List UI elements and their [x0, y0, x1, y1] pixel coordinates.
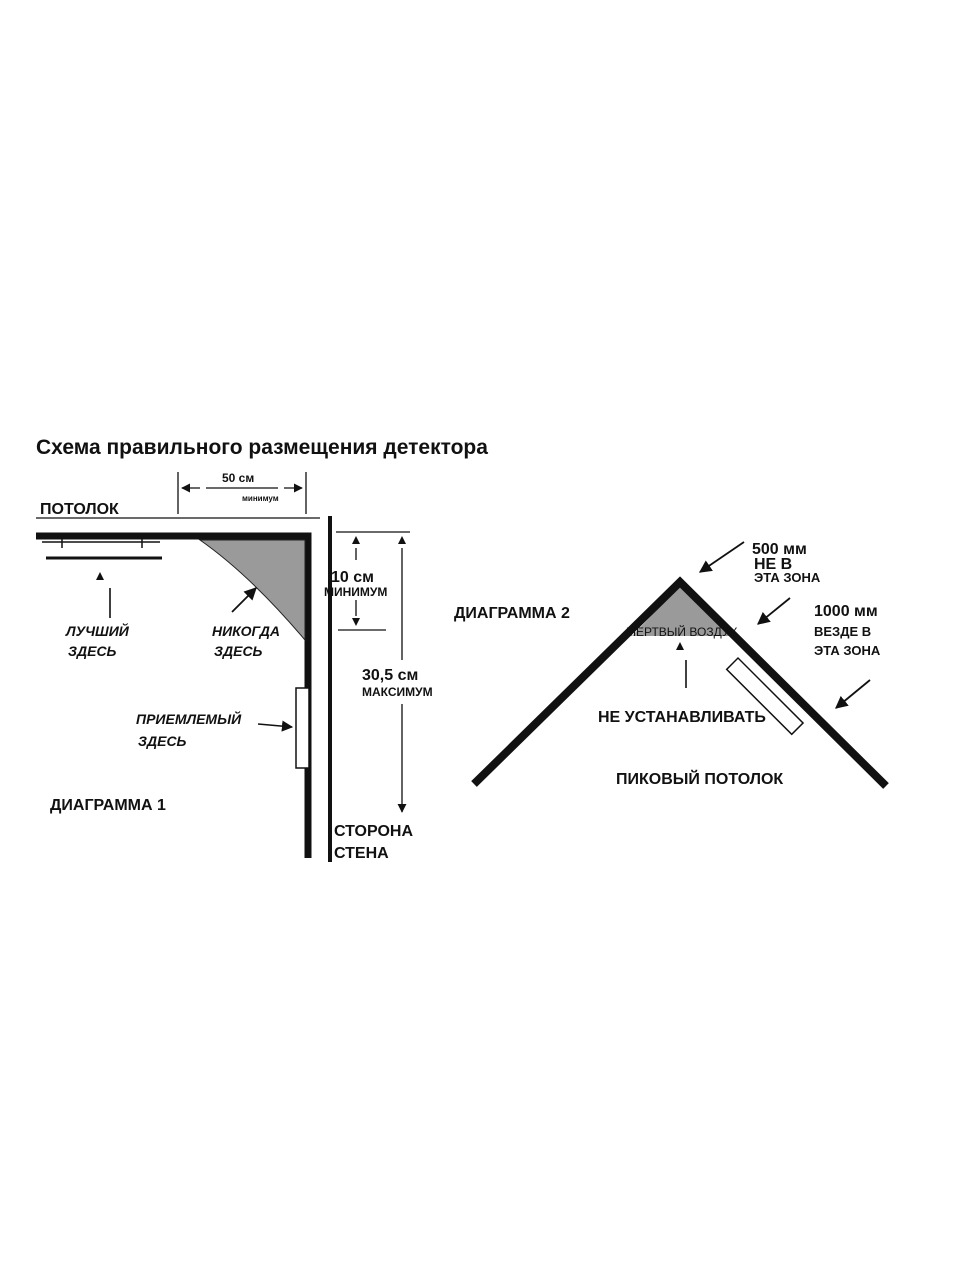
side-wall-label-line1: СТОРОНА [334, 823, 413, 840]
do-not-install-label: НЕ УСТАНАВЛИВАТЬ [598, 709, 766, 726]
dim-500-value: 500 мм [752, 541, 807, 558]
dim-30-value: 30,5 см [362, 667, 418, 684]
never-label-line2: ЗДЕСЬ [214, 643, 263, 659]
acceptable-label-line2: ЗДЕСЬ [138, 733, 187, 749]
best-label-line1: ЛУЧШИЙ [65, 622, 130, 639]
dead-air-marker-triangle [676, 642, 684, 650]
dead-air-peak [632, 586, 730, 636]
peaked-ceiling-outline [471, 576, 889, 789]
dim-10-top-triangle [352, 536, 360, 544]
not-in-line2: ЭТА ЗОНА [754, 570, 821, 585]
dim-30-note: МАКСИМУМ [362, 685, 433, 699]
not-in-line1: НЕ В [754, 556, 792, 573]
diagram-2: ДИАГРАММА 2 500 мм НЕ В ЭТА ЗОНА 1000 мм… [454, 541, 889, 789]
dead-air-corner [198, 539, 306, 642]
peak-ceiling-label: ПИКОВЫЙ ПОТОЛОК [616, 769, 783, 788]
diagram-1-label: ДИАГРАММА 1 [50, 797, 166, 814]
never-arrow [231, 587, 257, 613]
dim-10-bottom-triangle [352, 618, 360, 626]
anywhere-line1: ВЕЗДЕ В [814, 624, 871, 639]
acceptable-label-line1: ПРИЕМЛЕМЫЙ [136, 710, 242, 727]
diagram-1: ЛУЧШИЙ ЗДЕСЬ НИКОГДА ЗДЕСЬ ПРИЕМЛЕМЫЙ ЗД… [36, 471, 433, 862]
diagram-2-label: ДИАГРАММА 2 [454, 605, 570, 622]
dim-1000-value: 1000 мм [814, 603, 878, 620]
anywhere-line2: ЭТА ЗОНА [814, 643, 881, 658]
acceptable-arrow [257, 720, 294, 732]
dim-10-value: 10 см [331, 569, 374, 586]
arrow-1000-lower [835, 679, 871, 709]
dim-50-note: минимум [242, 494, 279, 503]
acceptable-detector [295, 687, 310, 769]
dim-50-value: 50 см [222, 471, 254, 485]
never-label-line1: НИКОГДА [212, 623, 280, 639]
slope-detector [725, 656, 805, 736]
dim-30-top-triangle [398, 536, 406, 544]
arrow-1000-upper [757, 597, 791, 625]
arrow-500 [698, 541, 745, 573]
best-label-line2: ЗДЕСЬ [68, 643, 117, 659]
best-marker-triangle [96, 572, 104, 580]
ceiling-label: ПОТОЛОК [40, 501, 119, 518]
dim-10-note: МИНИМУМ [324, 585, 387, 599]
page-title: Схема правильного размещения детектора [36, 436, 488, 459]
side-wall-label-line2: СТЕНА [334, 845, 389, 862]
dead-air-label: МЕРТВЫЙ ВОЗДУХ [626, 624, 737, 639]
